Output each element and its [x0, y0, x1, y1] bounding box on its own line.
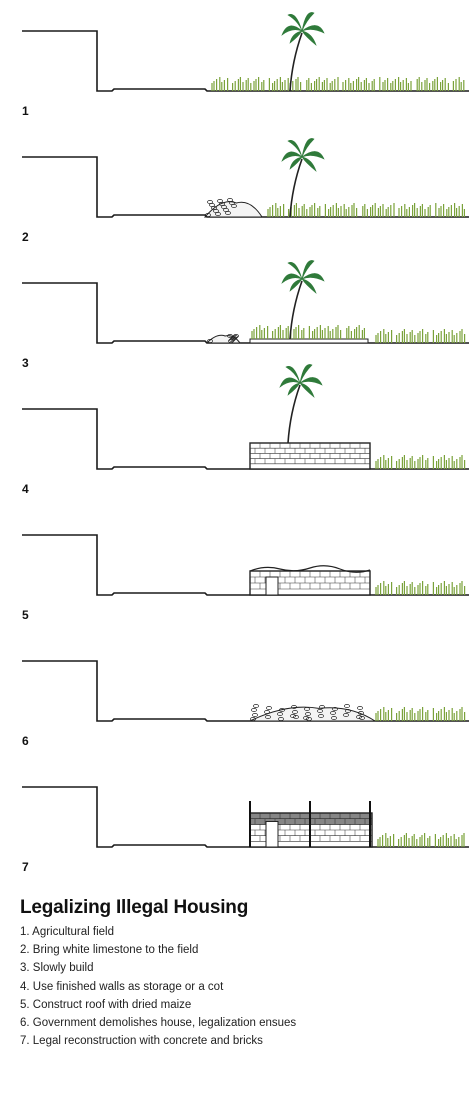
legend-item-3: 3. Slowly build	[20, 959, 460, 977]
legend-title: Legalizing Illegal Housing	[20, 897, 460, 919]
brick-wall	[250, 571, 370, 595]
stage-panel-5	[22, 535, 469, 595]
grass	[212, 77, 464, 91]
panel-number-5: 5	[22, 608, 29, 622]
rubble-pile	[207, 334, 240, 343]
rubble-pile	[205, 198, 262, 217]
stage-panel-3	[22, 260, 469, 343]
building-and-ground	[22, 31, 469, 91]
grass	[376, 329, 465, 343]
grass	[268, 203, 464, 217]
legend-list: 1. Agricultural field 2. Bring white lim…	[20, 923, 460, 1050]
grass	[376, 455, 465, 469]
stage-panel-1	[22, 12, 469, 91]
legend-item-2: 2. Bring white limestone to the field	[20, 941, 460, 959]
panel-number-3: 3	[22, 356, 29, 370]
stage-panel-7	[22, 787, 469, 847]
palm-tree-icon	[282, 138, 324, 217]
foundation-course	[250, 339, 368, 343]
panel-number-1: 1	[22, 104, 29, 118]
grass	[378, 833, 464, 847]
panel-number-6: 6	[22, 734, 29, 748]
legend: Legalizing Illegal Housing 1. Agricultur…	[20, 897, 460, 1050]
legend-item-1: 1. Agricultural field	[20, 923, 460, 941]
stage-panel-6	[22, 661, 469, 721]
grass	[376, 581, 465, 595]
legend-item-5: 5. Construct roof with dried maize	[20, 996, 460, 1014]
palm-tree-icon	[280, 364, 322, 443]
rubble-pile	[250, 704, 375, 721]
brick-wall	[250, 443, 370, 469]
door	[266, 822, 278, 848]
panel-number-2: 2	[22, 230, 29, 244]
legend-item-7: 7. Legal reconstruction with concrete an…	[20, 1032, 460, 1050]
building-and-ground	[22, 787, 469, 847]
legend-item-4: 4. Use finished walls as storage or a co…	[20, 978, 460, 996]
grass	[376, 707, 465, 721]
stages-diagram	[0, 0, 469, 860]
panel-number-4: 4	[22, 482, 29, 496]
panel-number-7: 7	[22, 860, 29, 874]
grass	[252, 325, 364, 339]
stage-panel-2	[22, 138, 469, 217]
door	[266, 577, 278, 595]
stage-panel-4	[22, 364, 469, 469]
legend-item-6: 6. Government demolishes house, legaliza…	[20, 1014, 460, 1032]
